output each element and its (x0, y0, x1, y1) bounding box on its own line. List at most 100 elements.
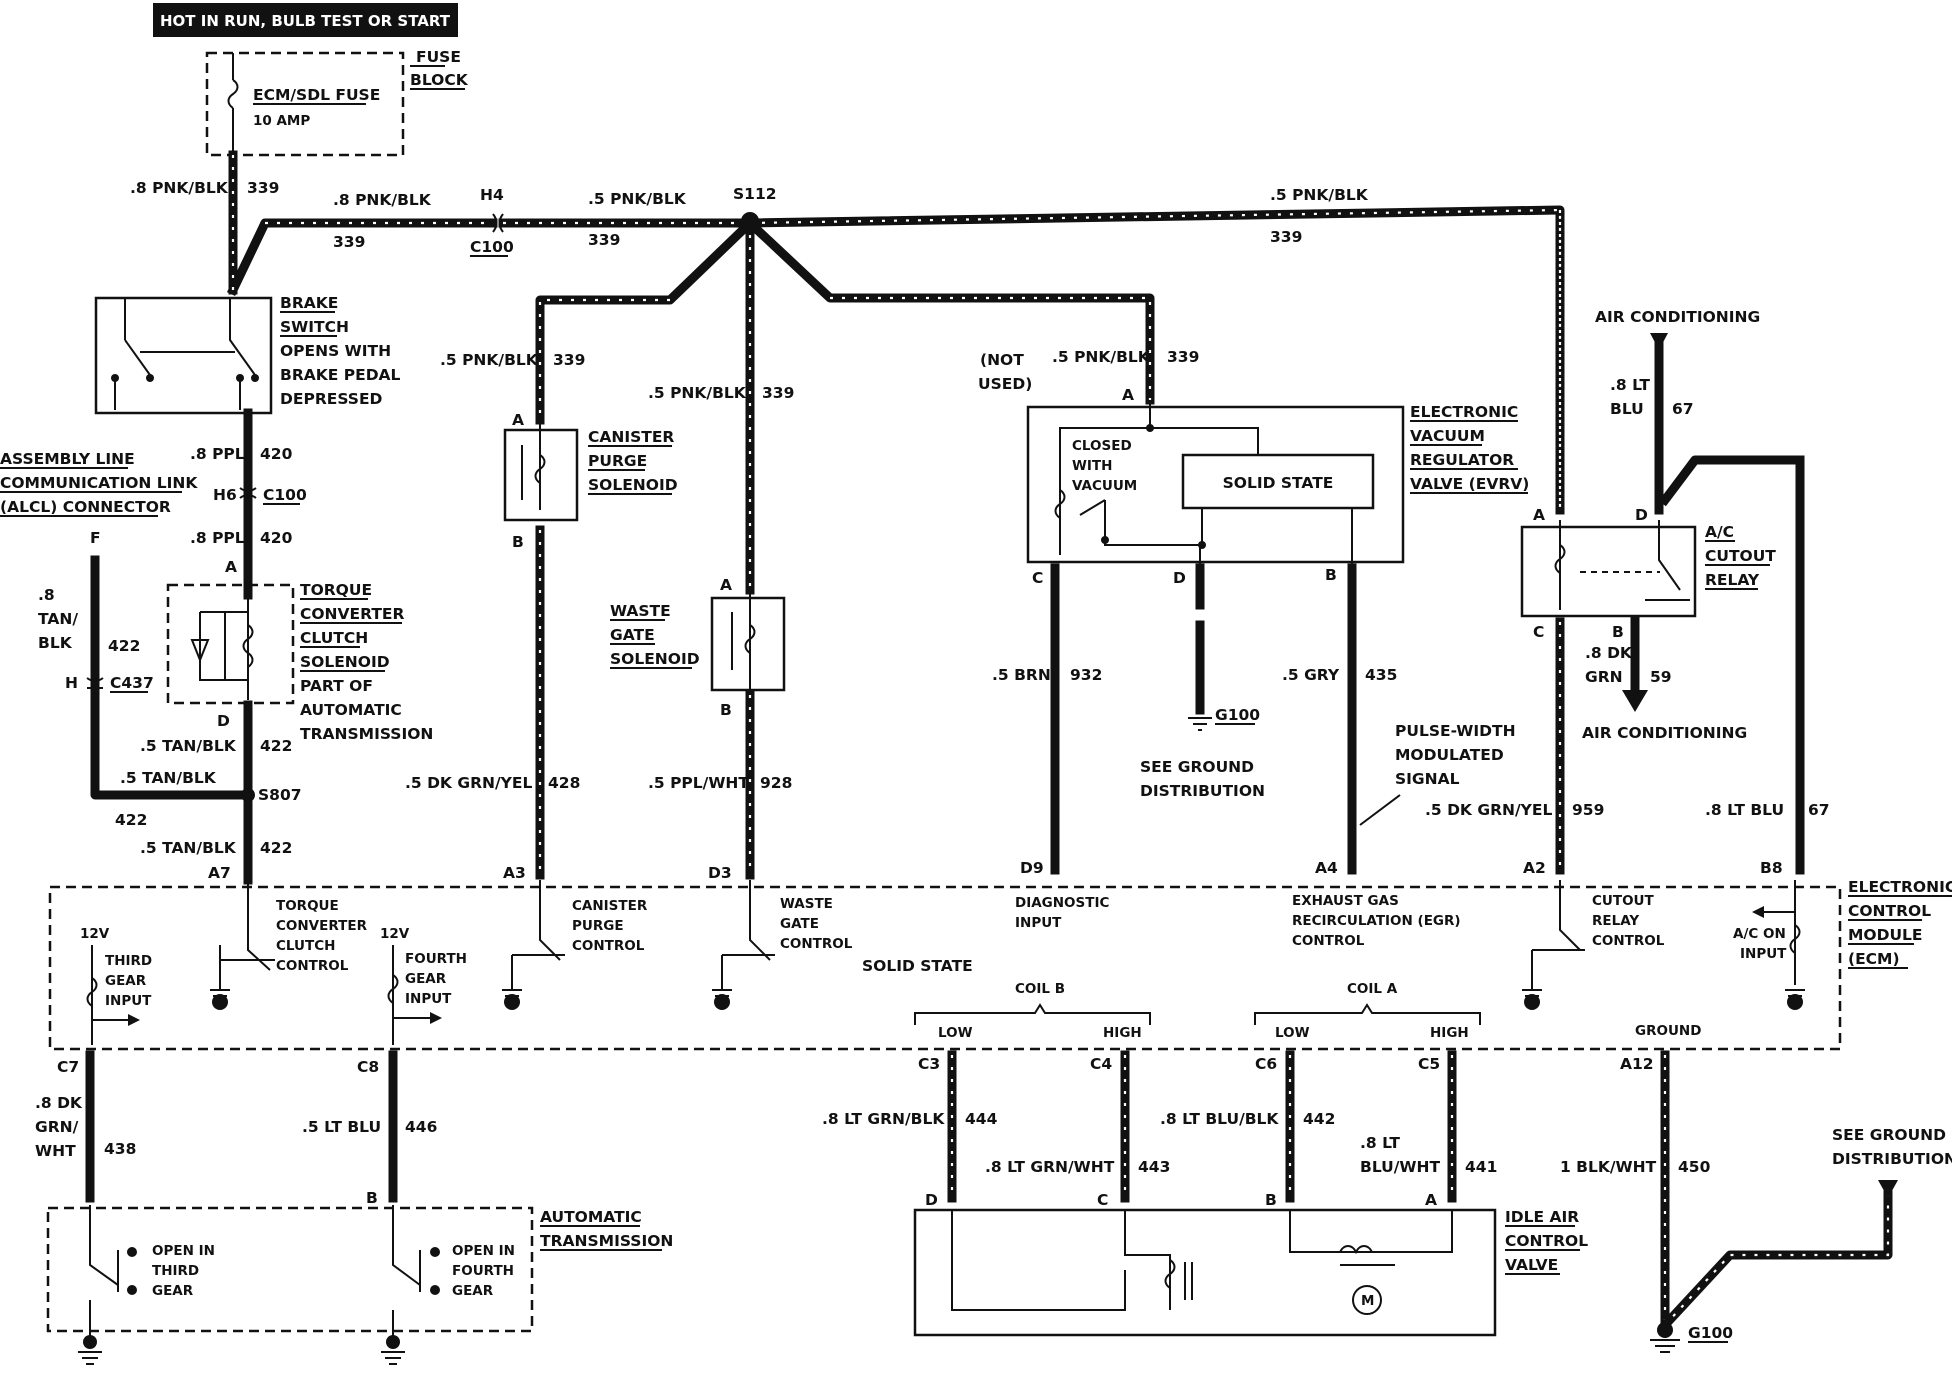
ecm-pin-a2: A2 (1523, 859, 1546, 877)
tcc-label-3: CLUTCH (300, 629, 368, 647)
power-wires (226, 150, 1565, 595)
trans-sw3-3: GEAR (152, 1283, 194, 1299)
ecm-coil-b-high: HIGH (1103, 1025, 1142, 1041)
splice-s112: S112 (733, 185, 777, 203)
ecm-coil-b: COIL B (1015, 981, 1065, 997)
ecm-tcc-3: CLUTCH (276, 938, 335, 954)
trans-label-2: TRANSMISSION (540, 1232, 673, 1250)
tcc-label-5: PART OF (300, 677, 373, 695)
relay-pin-d: D (1635, 506, 1648, 524)
trans-pin-b: B (366, 1189, 378, 1207)
ecm-can-1: CANISTER (572, 898, 648, 914)
waste-gate-solenoid: .5 PNK/BLK 339 A B WASTE GATE SOLENOID (610, 384, 794, 719)
evrv-label-3: REGULATOR (1410, 451, 1514, 469)
ecm-waste-3: CONTROL (780, 936, 853, 952)
iac-pin-c: C (1097, 1191, 1108, 1209)
evrv-pin-b: B (1325, 566, 1337, 584)
ecm-pin-c4: C4 (1090, 1055, 1112, 1073)
wire-438-color-3: WHT (35, 1142, 76, 1160)
wire-top1-number: 339 (333, 233, 365, 251)
wire-450-number: 450 (1678, 1158, 1711, 1176)
see-ground-2: DISTRIBUTION (1140, 782, 1265, 800)
ecm-fourth-3: INPUT (405, 991, 452, 1007)
fuse-block-label-1: FUSE (416, 48, 461, 66)
wire-446-color: .5 LT BLU (302, 1118, 381, 1136)
fuse-block-label-2: BLOCK (410, 71, 469, 89)
iac-motor: M (1361, 1293, 1374, 1309)
waste-label-1: WASTE (610, 602, 671, 620)
relay-pin-c: C (1533, 623, 1544, 641)
ecm-coil-a: COIL A (1347, 981, 1398, 997)
ecm-third-1: THIRD (105, 953, 152, 969)
ecm-third-2: GEAR (105, 973, 147, 989)
wire-top3-number: 339 (1270, 228, 1302, 246)
ecm-tcc-1: TORQUE (276, 898, 339, 914)
wire-422b-number: 422 (260, 839, 292, 857)
wire-928-color: .5 PPL/WHT (648, 774, 749, 792)
header-title: HOT IN RUN, BULB TEST OR START (160, 12, 451, 30)
wire-alcl-color-3: BLK (38, 634, 73, 652)
wire-932-color: .5 BRN (992, 666, 1051, 684)
tcc-label-7: TRANSMISSION (300, 725, 433, 743)
wire-67b-number: 67 (1808, 801, 1830, 819)
evrv: (NOT USED) .5 PNK/BLK 339 A SOLID STATE … (978, 348, 1529, 587)
ecm-waste-1: WASTE (780, 896, 833, 912)
trans-sw4-3: GEAR (452, 1283, 494, 1299)
trans-sw4-1: OPEN IN (452, 1243, 515, 1259)
wire-59-color-1: .8 DK (1585, 644, 1633, 662)
canister-label-3: SOLENOID (588, 476, 678, 494)
wire-435-color: .5 GRY (1282, 666, 1340, 684)
wire-fuse-color: .8 PNK/BLK (130, 179, 229, 197)
wire-can-color: .5 PNK/BLK (440, 351, 539, 369)
waste-pin-a: A (720, 576, 732, 594)
canister-label-2: PURGE (588, 452, 647, 470)
tcc-pin-d: D (217, 712, 230, 730)
wire-alcl-color-1: .8 (38, 586, 55, 604)
connector-h: H (65, 674, 78, 692)
connector-c437: C437 (110, 674, 154, 692)
ecm-cutout-2: RELAY (1592, 913, 1639, 929)
alcl-label-2: COMMUNICATION LINK (0, 474, 198, 492)
wire-422a-number: 422 (260, 737, 292, 755)
alcl-label-1: ASSEMBLY LINE (0, 450, 135, 468)
ecm-pin-c6: C6 (1255, 1055, 1277, 1073)
waste-label-3: SOLENOID (610, 650, 700, 668)
relay-label-1: A/C (1705, 523, 1734, 541)
ecm-third-3: INPUT (105, 993, 152, 1009)
relay-pin-a: A (1533, 506, 1545, 524)
tcc-solenoid: A D TORQUE CONVERTER CLUTCH SOLENOID PAR… (166, 558, 433, 743)
canister-pin-b: B (512, 533, 524, 551)
wire-442-number: 442 (1303, 1110, 1335, 1128)
wire-442-color: .8 LT BLU/BLK (1160, 1110, 1279, 1128)
ecm-tcc-4: CONTROL (276, 958, 349, 974)
wire-422a-color: .5 TAN/BLK (140, 737, 237, 755)
wire-alcl-number: 422 (108, 637, 140, 655)
ecm-pin-c3: C3 (918, 1055, 940, 1073)
wire-959-color: .5 DK GRN/YEL (1425, 801, 1552, 819)
trans-sw4-2: FOURTH (452, 1263, 514, 1279)
ecm-fourth-1: FOURTH (405, 951, 467, 967)
ecm-egr-2: RECIRCULATION (EGR) (1292, 913, 1461, 929)
pwm-label-1: PULSE-WIDTH (1395, 722, 1516, 740)
canister-purge-solenoid: .5 PNK/BLK 339 A B CANISTER PURGE SOLENO… (440, 351, 678, 551)
brake-switch-label-2: SWITCH (280, 318, 349, 336)
wire-67a-color-1: .8 LT (1610, 376, 1650, 394)
ecm-waste-2: GATE (780, 916, 819, 932)
connector-c100b: C100 (263, 486, 307, 504)
trans-sw3-1: OPEN IN (152, 1243, 215, 1259)
wire-443-color: .8 LT GRN/WHT (985, 1158, 1115, 1176)
relay-label-3: RELAY (1705, 571, 1760, 589)
header-banner: HOT IN RUN, BULB TEST OR START (153, 3, 458, 37)
ecm-label-4: (ECM) (1848, 950, 1900, 968)
brake-switch-label-5: DEPRESSED (280, 390, 383, 408)
wire-438-color-1: .8 DK (35, 1094, 83, 1112)
tcc-label-1: TORQUE (300, 581, 372, 599)
trans-sw3-2: THIRD (152, 1263, 199, 1279)
air-conditioning-top: AIR CONDITIONING (1595, 308, 1760, 326)
wire-928-number: 928 (760, 774, 792, 792)
wire-67a-color-2: BLU (1610, 400, 1644, 418)
wire-441-color-1: .8 LT (1360, 1134, 1400, 1152)
connector-h4: H4 (480, 186, 504, 204)
wire-959-number: 959 (1572, 801, 1604, 819)
ecm-pin-a3: A3 (503, 864, 526, 882)
